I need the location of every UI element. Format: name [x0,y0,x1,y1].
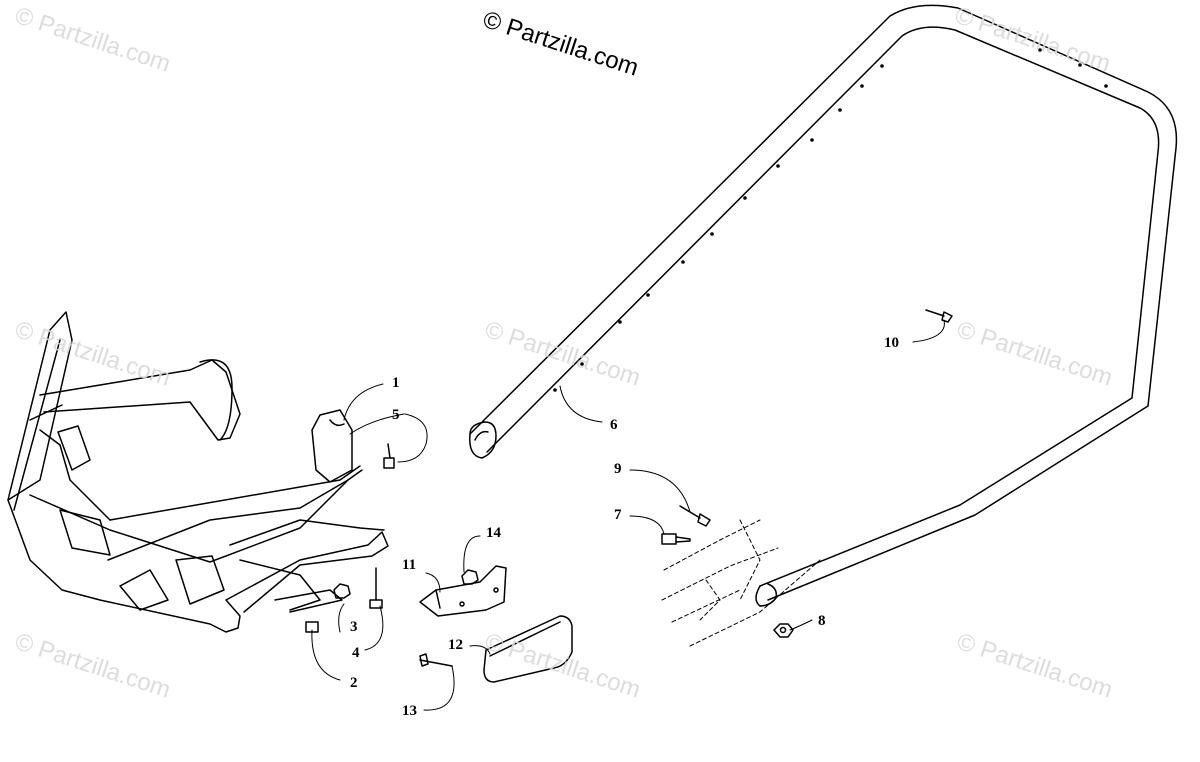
bolt-part-5 [383,443,395,469]
bumper-hoop-part-6 [469,4,1178,607]
callout-2: 2 [350,675,358,691]
callout-11: 11 [402,557,417,573]
screw-part-2 [305,621,319,633]
callout-1: 1 [392,375,400,391]
callout-7: 7 [614,507,622,523]
screw-part-4 [369,567,383,609]
rivet-part-9 [679,505,711,527]
nut-part-8 [773,623,794,638]
front-bumper-assembly [7,311,389,633]
callout-9: 9 [614,461,622,477]
bracket-part-11 [419,565,507,617]
nut-part-14 [461,569,479,585]
callout-leaders [311,319,945,711]
callout-4: 4 [352,645,360,661]
callout-14: 14 [486,525,501,541]
rivet-part-10 [925,309,953,323]
nut-part-3 [333,583,351,599]
vehicle-frame-sketch [661,519,821,647]
callout-12: 12 [448,637,463,653]
callout-13: 13 [402,703,417,719]
callout-5: 5 [392,407,400,423]
callout-6: 6 [610,417,618,433]
screw-part-7 [661,533,691,545]
pin-part-13 [419,653,453,667]
callout-8: 8 [818,613,826,629]
reflector-part-12 [483,615,573,683]
callout-3: 3 [350,619,358,635]
callout-10: 10 [884,335,899,351]
